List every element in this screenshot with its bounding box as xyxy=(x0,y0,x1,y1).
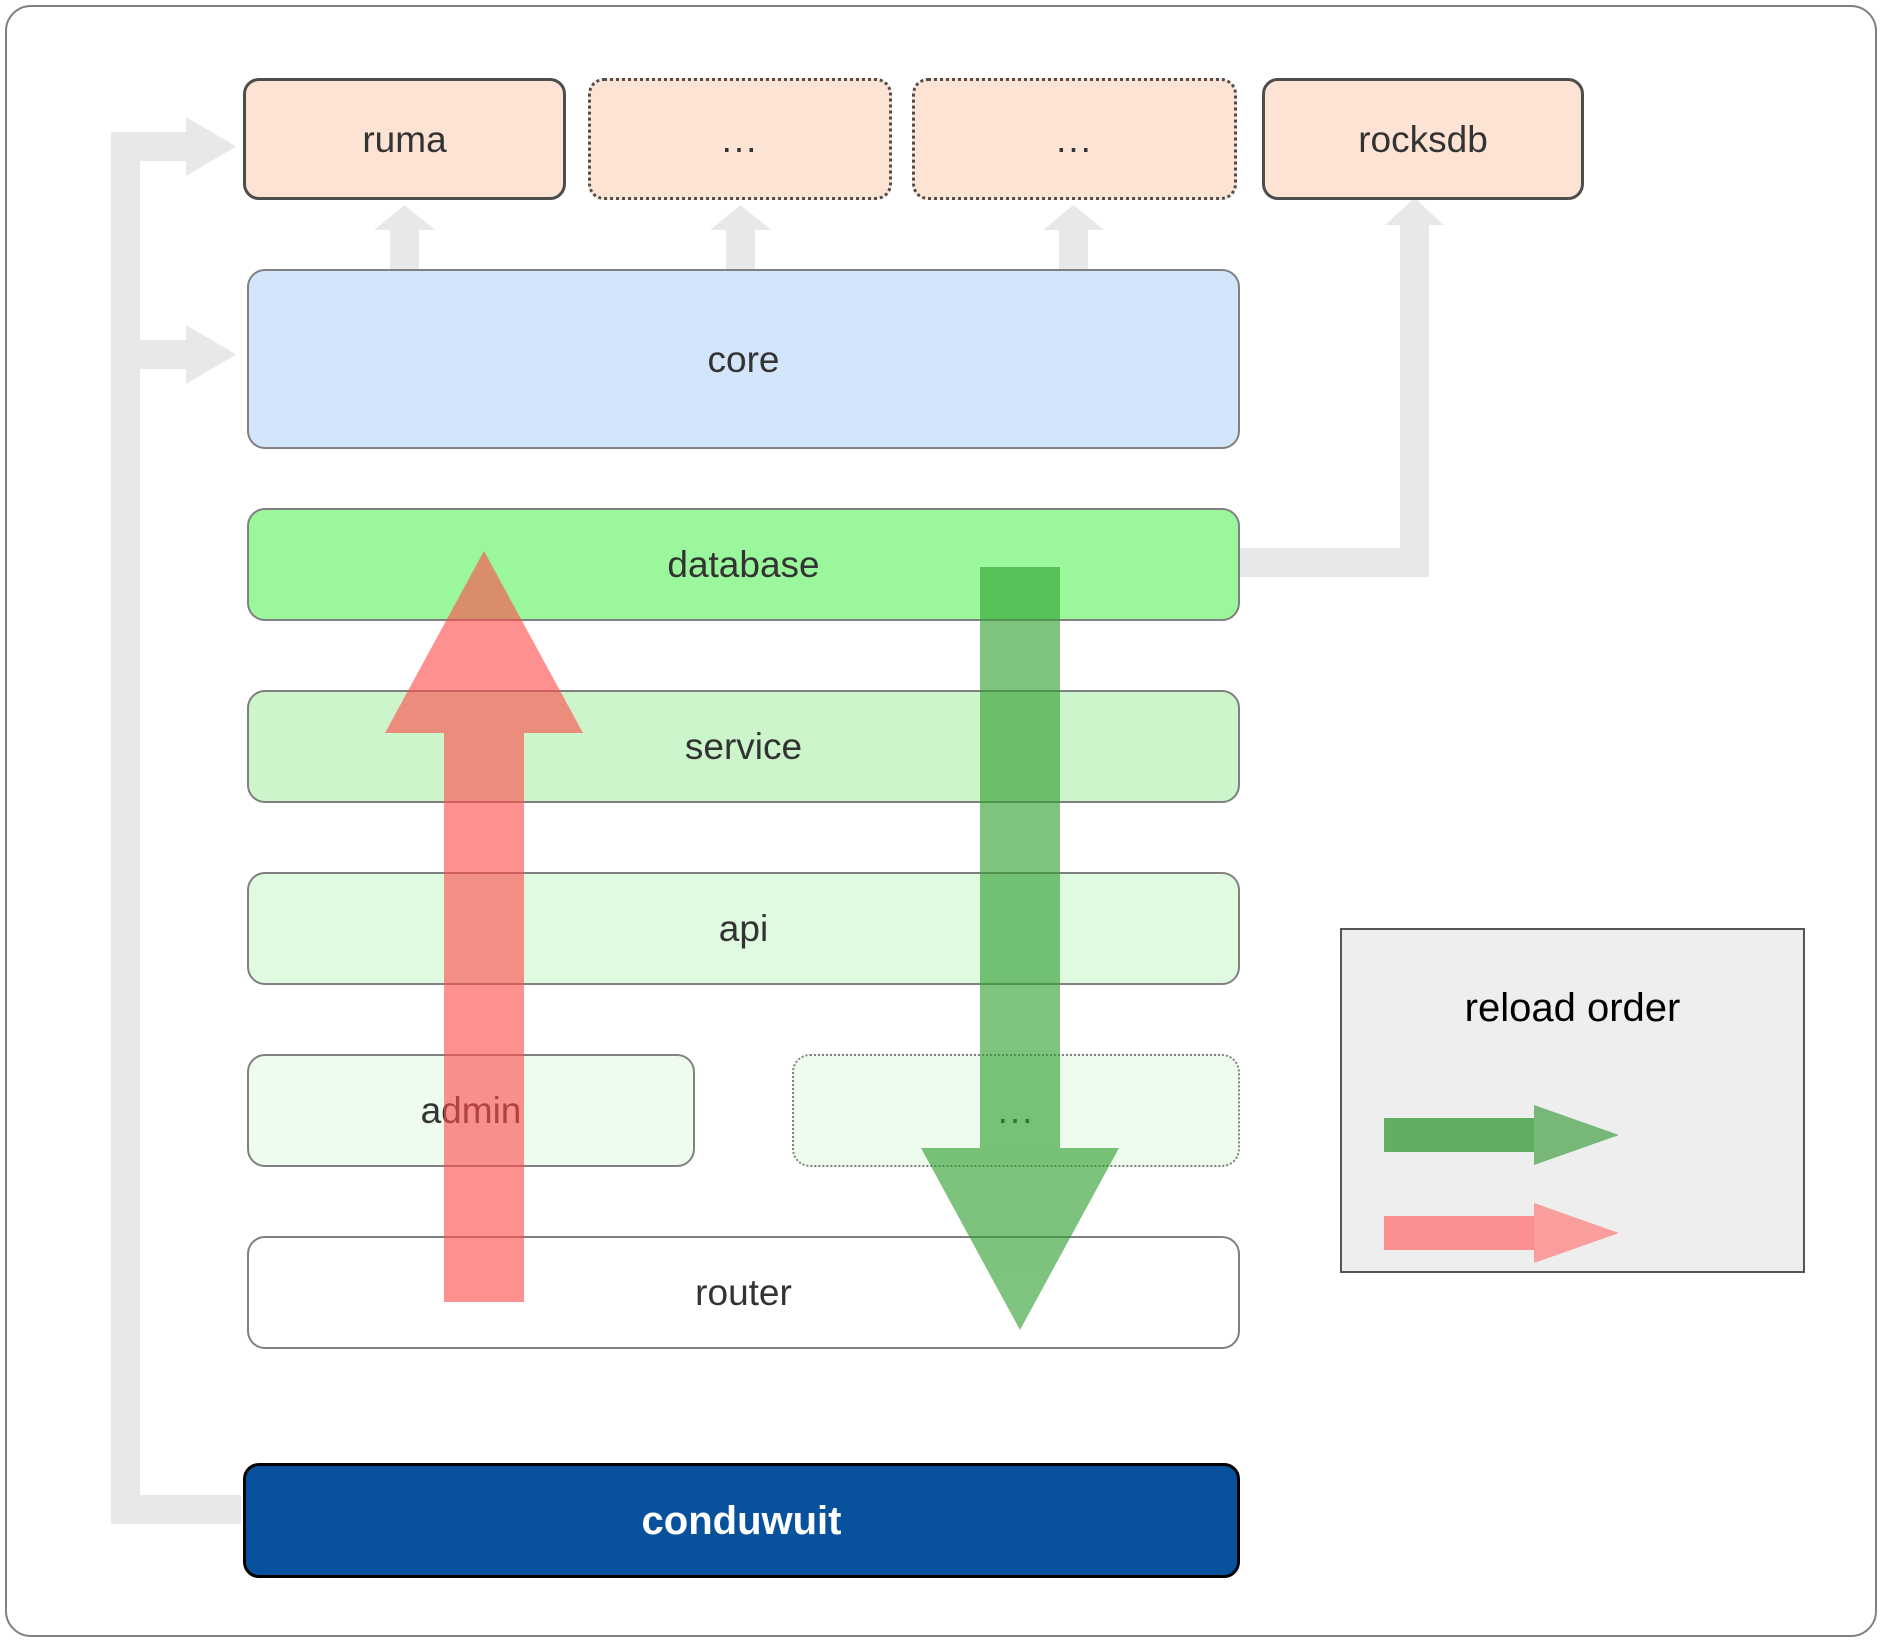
dep-node-ruma[interactable]: ruma xyxy=(243,78,566,200)
dep-node-placeholder-2[interactable]: ... xyxy=(912,78,1237,200)
connector-database-to-rocksdb xyxy=(1240,198,1444,577)
dep-node-ruma-label: ruma xyxy=(362,118,447,160)
dep-node-placeholder-2-label: ... xyxy=(1056,118,1093,160)
node-router-label: router xyxy=(695,1272,792,1313)
node-database-label: database xyxy=(667,544,820,585)
node-service-label: service xyxy=(684,726,803,767)
legend-swatch-load xyxy=(1384,1105,1619,1165)
unload-flow-arrow xyxy=(385,551,583,1302)
node-database[interactable]: database xyxy=(247,508,1240,621)
node-router[interactable]: router xyxy=(247,1236,1240,1349)
node-api-label: api xyxy=(718,908,769,949)
dep-node-placeholder-1[interactable]: ... xyxy=(588,78,892,200)
dep-node-placeholder-1-label: ... xyxy=(721,118,759,160)
node-core[interactable]: core xyxy=(247,269,1240,449)
dep-node-rocksdb-label: rocksdb xyxy=(1358,118,1488,160)
node-api[interactable]: api xyxy=(247,872,1240,985)
load-flow-arrow xyxy=(921,567,1119,1330)
dep-node-rocksdb[interactable]: rocksdb xyxy=(1262,78,1584,200)
node-conduwuit[interactable]: conduwuit xyxy=(243,1463,1240,1578)
legend-panel: reload order load unload xyxy=(1340,928,1805,1273)
node-core-label: core xyxy=(707,338,780,380)
legend-swatch-unload xyxy=(1384,1203,1619,1263)
connector-core-to-deps xyxy=(374,205,1104,275)
legend-title: reload order xyxy=(1464,986,1681,1030)
node-conduwuit-label: conduwuit xyxy=(641,1498,842,1543)
connector-conduwuit-to-deps xyxy=(111,117,241,1524)
